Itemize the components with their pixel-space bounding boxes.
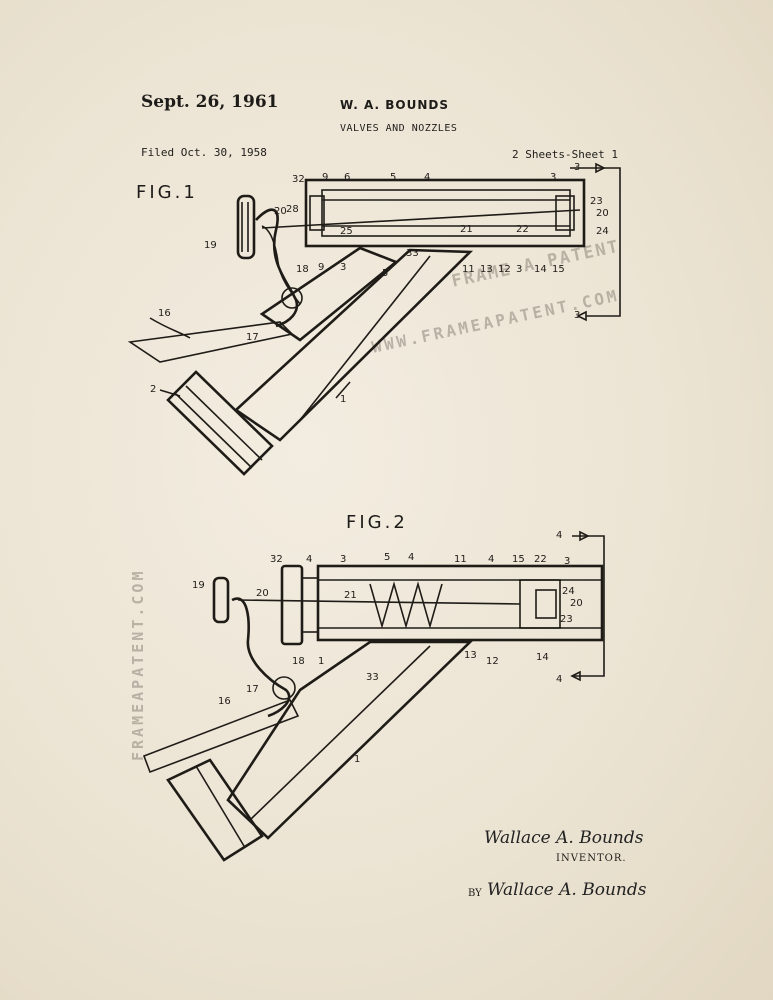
ref-numeral: 14 (536, 652, 549, 663)
ref-numeral: 24 (562, 586, 575, 597)
fig1-nozzle (166, 370, 274, 476)
ref-numeral: 13 (464, 650, 477, 661)
ref-numeral: 23 (560, 614, 573, 625)
ref-numeral: 3 (550, 172, 556, 183)
figure-1-drawing (127, 162, 621, 476)
ref-numeral: 20 (570, 598, 583, 609)
attorney-signature: Wallace A. Bounds (487, 880, 647, 900)
ref-numeral: 22 (516, 224, 529, 235)
fig1-body (233, 248, 474, 442)
ref-numeral: 28 (286, 204, 299, 215)
fig2-knob (212, 576, 230, 624)
ref-numeral: 11 (462, 264, 475, 275)
fig2-spring (369, 581, 443, 629)
ref-numeral: 25 (340, 226, 353, 237)
ref-numeral: 16 (218, 696, 231, 707)
ref-numeral: 6 (344, 172, 350, 183)
ref-numeral: 4 (424, 172, 430, 183)
figure-1-label: FIG.1 (136, 182, 198, 203)
fig2-reference-numerals: 32 4 3 5 4 11 4 15 22 3 4 19 20 21 24 20… (192, 530, 583, 765)
ref-numeral: 4 (488, 554, 494, 565)
ref-numeral: 24 (596, 226, 609, 237)
ref-numeral: 3 (340, 262, 346, 273)
ref-numeral: 33 (366, 672, 379, 683)
ref-numeral: 3 (340, 554, 346, 565)
ref-numeral: 16 (158, 308, 171, 319)
ref-numeral: 4 (306, 554, 312, 565)
inventor-name: W. A. BOUNDS (340, 98, 449, 112)
fig2-nozzle (166, 758, 264, 862)
section-label: 4 (556, 530, 562, 541)
ref-numeral: 21 (344, 590, 357, 601)
fig1-handle (127, 321, 294, 363)
ref-numeral: 19 (192, 580, 205, 591)
ref-numeral: 18 (296, 264, 309, 275)
section-label: 3 (574, 162, 580, 173)
ref-numeral: 17 (246, 684, 259, 695)
figure-2-drawing (142, 530, 605, 862)
inventor-label: INVENTOR. (556, 853, 627, 864)
filed-date: Filed Oct. 30, 1958 (141, 146, 267, 159)
ref-numeral: 21 (460, 224, 473, 235)
ref-numeral: 22 (534, 554, 547, 565)
ref-numeral: 15 (552, 264, 565, 275)
fig1-barrel (304, 178, 586, 248)
figure-2-label: FIG.2 (346, 512, 408, 533)
ref-numeral: 11 (454, 554, 467, 565)
by-label: BY (468, 888, 482, 899)
patent-title: VALVES AND NOZZLES (340, 123, 458, 134)
ref-numeral: 5 (382, 268, 388, 279)
ref-numeral: 23 (590, 196, 603, 207)
ref-numeral: 12 (498, 264, 511, 275)
ref-numeral: 4 (408, 552, 414, 563)
ref-numeral: 9 (318, 262, 324, 273)
ref-numeral: 14 (534, 264, 547, 275)
fig2-handle (142, 698, 300, 774)
ref-numeral: 20 (256, 588, 269, 599)
ref-numeral: 5 (390, 172, 396, 183)
ref-numeral: 2 (150, 384, 156, 395)
fig2-trigger (231, 597, 291, 718)
ref-numeral: 17 (246, 332, 259, 343)
ref-numeral: 3 (516, 264, 522, 275)
ref-numeral: 1 (340, 394, 346, 405)
fig2-body (226, 640, 474, 840)
ref-numeral: 15 (512, 554, 525, 565)
ref-numeral: 20 (596, 208, 609, 219)
ref-numeral: 5 (384, 552, 390, 563)
ref-numeral: 13 (480, 264, 493, 275)
ref-numeral: 32 (270, 554, 283, 565)
ref-numeral: 3 (564, 556, 570, 567)
ref-numeral: 18 (292, 656, 305, 667)
fig1-knob (236, 194, 256, 260)
sheet-count: 2 Sheets-Sheet 1 (512, 148, 618, 161)
ref-numeral: 1 (354, 754, 360, 765)
ref-numeral: 32 (292, 174, 305, 185)
fig1-reference-numerals: 32 9 6 5 4 3 3 28 20 23 20 24 19 25 21 2… (150, 162, 609, 405)
patent-date: Sept. 26, 1961 (141, 92, 279, 112)
ref-numeral: 19 (204, 240, 217, 251)
fig2-collar (280, 564, 304, 646)
section-label: 4 (556, 674, 562, 685)
ref-numeral: 1 (318, 656, 324, 667)
ref-numeral: 33 (406, 248, 419, 259)
ref-numeral: 9 (322, 172, 328, 183)
inventor-signature: Wallace A. Bounds (484, 828, 644, 848)
section-label: 3 (574, 310, 580, 321)
ref-numeral: 20 (274, 206, 287, 217)
ref-numeral: 12 (486, 656, 499, 667)
